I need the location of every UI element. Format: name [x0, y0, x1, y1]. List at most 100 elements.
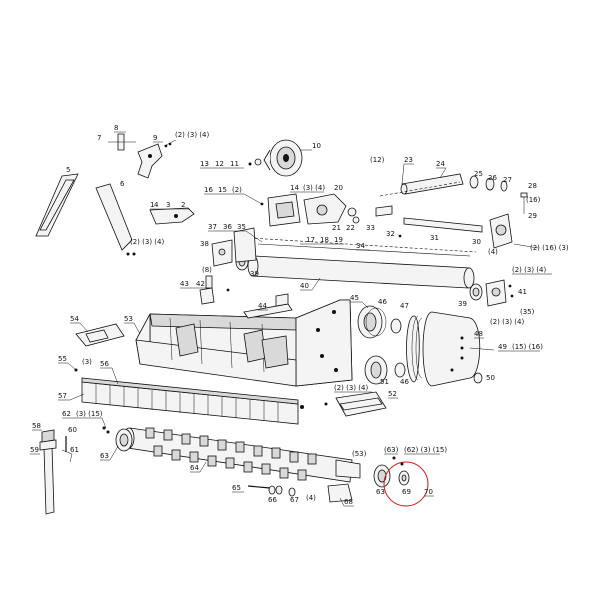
callout-6: 6 — [120, 180, 125, 188]
group-30a: (4) — [488, 248, 498, 256]
callout-26: 26 — [488, 174, 497, 182]
callout-36: 36 — [223, 223, 232, 231]
callout-61: 61 — [70, 446, 79, 454]
nut-67 — [288, 487, 296, 497]
callout-58: 58 — [32, 422, 41, 430]
scraper-52 — [335, 391, 387, 417]
callout-21: 21 — [332, 224, 341, 232]
callout-63a: 63 — [100, 452, 109, 460]
pulley-46a — [357, 305, 387, 339]
callout-67: 67 — [290, 496, 299, 504]
roller-40 — [247, 255, 475, 289]
group-41c: (2) (3) (4) — [490, 318, 524, 326]
callout-65: 65 — [232, 484, 241, 492]
callout-25: 25 — [474, 170, 483, 178]
callout-46b: 46 — [400, 378, 409, 386]
hub-53 — [335, 459, 361, 479]
callout-33: 33 — [366, 224, 375, 232]
callout-44: 44 — [258, 302, 267, 310]
rotor-flails — [145, 427, 317, 481]
callout-24: 24 — [436, 160, 445, 168]
callout-34: 34 — [356, 242, 365, 250]
group-41a: (2) (3) (4) — [512, 266, 546, 274]
callout-54: 54 — [70, 315, 79, 323]
hub-46c — [394, 362, 406, 378]
callout-66: 66 — [268, 496, 277, 504]
bracket-9 — [137, 143, 163, 179]
callout-43: 43 — [180, 280, 189, 288]
bracket-38 — [211, 239, 233, 267]
callout-47: 47 — [400, 302, 409, 310]
callout-11: 11 — [230, 160, 239, 168]
callout-5: 5 — [66, 166, 70, 174]
callout-56: 56 — [100, 360, 109, 368]
callout-15: 15 — [218, 186, 227, 194]
cover-strip-5 — [35, 173, 79, 237]
callout-41: 41 — [518, 288, 527, 296]
callout-20: 20 — [334, 184, 343, 192]
callout-40: 40 — [300, 282, 309, 290]
pin-8 — [108, 133, 136, 151]
bracket-37 — [233, 227, 257, 263]
side-plate-6 — [95, 183, 133, 251]
callout-35: 35 — [237, 223, 246, 231]
group-16: (16) — [526, 196, 541, 204]
stand-leg-59 — [39, 439, 57, 515]
callout-45: 45 — [350, 294, 359, 302]
group-9: (2) (3) (4) — [175, 131, 209, 139]
callout-18: 18 — [320, 236, 329, 244]
callout-64: 64 — [190, 464, 199, 472]
bearing-63 — [115, 428, 133, 452]
callout-50: 50 — [486, 374, 495, 382]
callout-30: 30 — [472, 238, 481, 246]
callout-14: 14 — [290, 184, 299, 192]
callout-57: 57 — [58, 392, 67, 400]
callout-17: 17 — [306, 236, 315, 244]
pin-8b — [205, 275, 213, 289]
callout-16: 16 — [204, 186, 213, 194]
callout-31: 31 — [430, 234, 439, 242]
group-55: (3) — [82, 358, 92, 366]
hub-47 — [390, 318, 402, 334]
callout-46a: 46 — [378, 298, 387, 306]
group-1: (2) (3) (4) — [130, 238, 164, 246]
plate-44 — [243, 293, 293, 319]
callout-12: 12 — [215, 160, 224, 168]
gearbox-14 — [267, 193, 301, 227]
clip-61 — [61, 449, 73, 463]
washers-66 — [268, 485, 283, 495]
callout-55: 55 — [58, 355, 67, 363]
group-53: (53) — [352, 450, 367, 458]
callout-42: 42 — [196, 280, 205, 288]
callout-51: 51 — [380, 378, 389, 386]
nut-50 — [473, 372, 483, 384]
end-plate-30 — [489, 213, 513, 249]
rubber-flap-57 — [81, 377, 299, 425]
callout-1: 1 — [150, 201, 154, 209]
callout-8: 8 — [114, 124, 118, 132]
callout-22: 22 — [346, 224, 355, 232]
plate-54 — [75, 323, 125, 347]
bearing-39b — [469, 283, 483, 301]
group-63: (63) — [384, 446, 399, 454]
callout-27: 27 — [503, 176, 512, 184]
callout-9: 9 — [153, 134, 157, 142]
cylinder-22 — [375, 205, 393, 217]
bolt-65 — [247, 485, 271, 489]
callout-7: 7 — [97, 134, 101, 142]
callout-39a: 39 — [250, 270, 259, 278]
bearing-63b — [373, 464, 391, 488]
callout-labels: 8 7 9 (2) (3) (4) 10 13 12 11 5 6 16 15 … — [30, 124, 569, 506]
ring-69 — [398, 470, 410, 486]
callout-19: 19 — [334, 236, 343, 244]
callout-10: 10 — [312, 142, 321, 150]
group-12: (12) — [370, 156, 385, 164]
callout-28: 28 — [528, 182, 537, 190]
group-67: (4) — [306, 494, 316, 502]
callout-60: 60 — [68, 426, 77, 434]
callout-59: 59 — [30, 446, 39, 454]
main-frame — [135, 299, 353, 387]
group-41b: (35) — [520, 308, 535, 316]
callout-52: 52 — [388, 390, 397, 398]
